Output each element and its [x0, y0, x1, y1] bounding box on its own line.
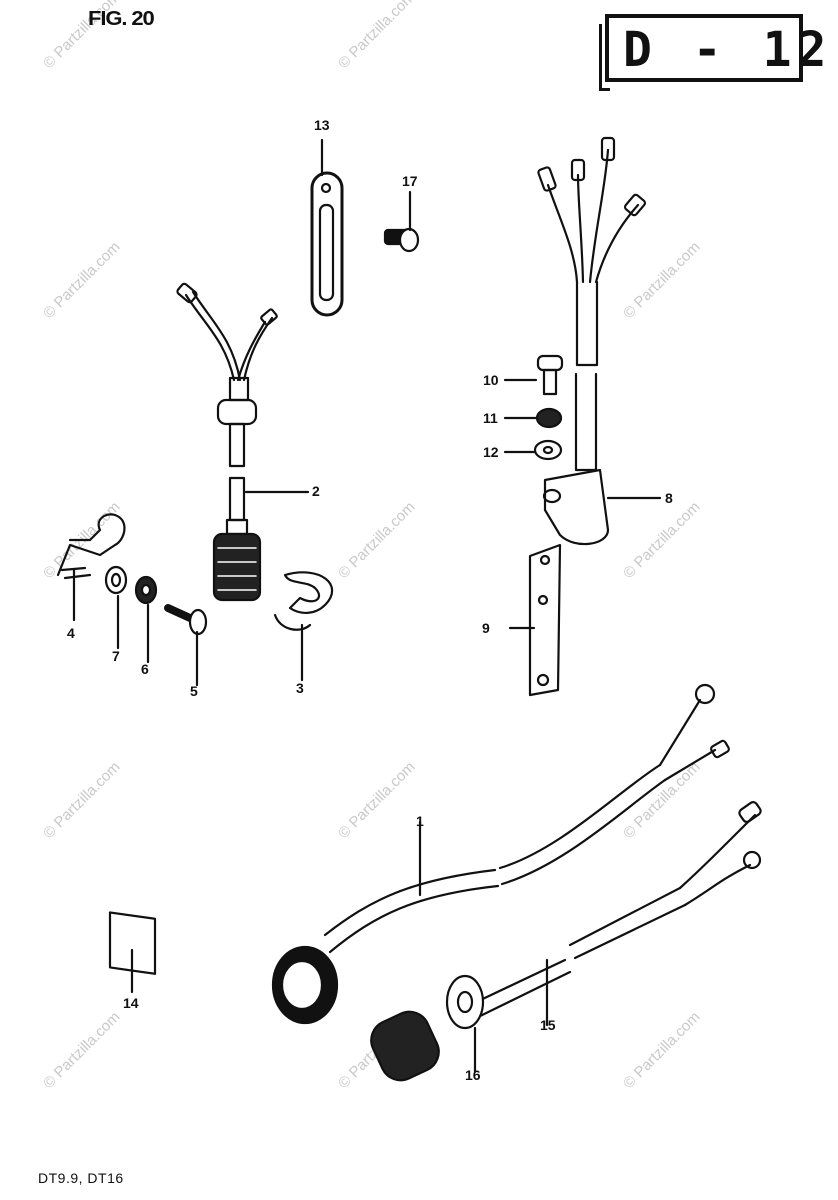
part-9-plate — [528, 543, 562, 697]
part-3-clip — [283, 571, 333, 614]
part-2-switch — [176, 282, 278, 602]
part-4-bracket — [56, 513, 126, 580]
callout-13: 13 — [314, 117, 330, 133]
diagram-code: D - 12 — [623, 22, 833, 78]
callout-17: 17 — [402, 173, 418, 189]
callout-3: 3 — [296, 680, 304, 696]
callout-10: 10 — [483, 372, 499, 388]
callout-11: 11 — [483, 410, 498, 426]
part-13-strap — [310, 171, 344, 317]
callout-14: 14 — [123, 995, 139, 1011]
callout-1: 1 — [416, 813, 424, 829]
part-16-nut — [445, 974, 485, 1030]
diagram-code-box: D - 12 — [599, 14, 826, 91]
callout-6: 6 — [141, 661, 149, 677]
part-5-screw — [164, 604, 208, 636]
callout-9: 9 — [482, 620, 490, 636]
part-15-cable — [370, 801, 762, 1082]
callout-8: 8 — [665, 490, 673, 506]
part-7-washer — [104, 565, 128, 595]
callout-4: 4 — [67, 625, 75, 641]
callout-12: 12 — [483, 444, 499, 460]
model-list: DT9.9, DT16 — [38, 1170, 124, 1186]
callout-2: 2 — [312, 483, 320, 499]
callout-16: 16 — [465, 1067, 481, 1083]
part-12-washer — [533, 439, 563, 461]
part-10-bolt — [536, 354, 564, 396]
callout-7: 7 — [112, 648, 120, 664]
part-8-holder — [537, 136, 647, 546]
callout-5: 5 — [190, 683, 198, 699]
part-6-nut — [134, 575, 158, 605]
part-11-nut — [535, 407, 563, 429]
figure-label: FIG. 20 — [88, 8, 155, 30]
callout-15: 15 — [540, 1017, 556, 1033]
part-1-harness — [271, 683, 730, 1025]
part-17-screw — [383, 227, 420, 253]
